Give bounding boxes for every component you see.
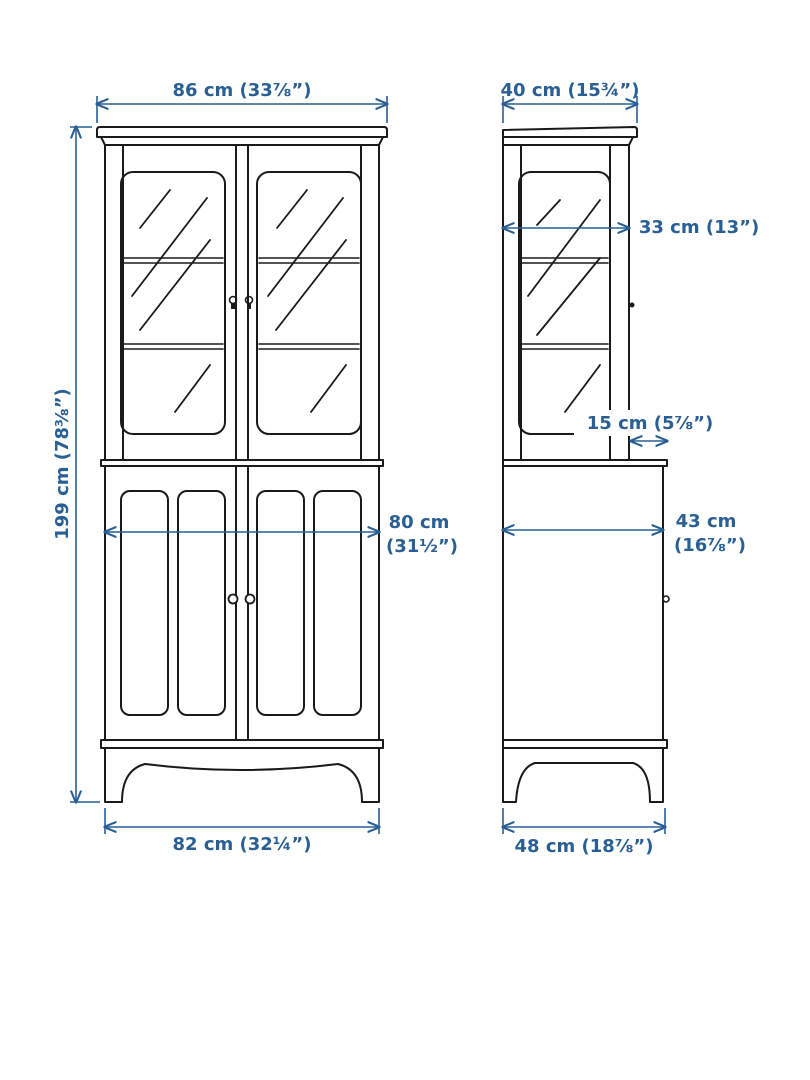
front-inner-width-in-label: (31½”) [386, 536, 458, 557]
front-height-label: 199 cm (78⅜”) [52, 388, 73, 540]
side-lower-depth-dimension: 43 cm (16⅞”) [503, 511, 746, 556]
front-base-width-label: 82 cm (32¼”) [173, 834, 312, 855]
front-top-width-label: 86 cm (33⅞”) [173, 80, 312, 101]
front-base-plinth [100, 739, 384, 749]
front-lower-panel-1 [120, 490, 169, 716]
front-right-glass-panel [256, 171, 362, 435]
side-base-depth-label: 48 cm (18⅞”) [515, 836, 654, 857]
side-crown [502, 126, 638, 138]
side-top-depth-label: 40 cm (15¾”) [501, 80, 640, 101]
front-base-width-dimension: 82 cm (32¼”) [105, 808, 379, 855]
front-top-width-dimension: 86 cm (33⅞”) [97, 80, 387, 123]
side-ledge-depth-dimension: 15 cm (5⅞”) [574, 410, 732, 441]
side-ledge-depth-label: 15 cm (5⅞”) [587, 413, 713, 434]
side-top-depth-dimension: 40 cm (15¾”) [501, 80, 640, 123]
keyhole-icon [228, 295, 254, 309]
front-base-apron [104, 747, 380, 803]
side-lower-depth-cm-label: 43 cm [676, 511, 737, 532]
side-upper-depth-label: 33 cm (13”) [639, 217, 759, 238]
front-crown [96, 126, 388, 138]
side-glass-reflection [527, 199, 601, 413]
side-lower-depth-in-label: (16⅞”) [674, 535, 746, 556]
side-ledge [502, 459, 668, 467]
side-view-cabinet [502, 126, 670, 803]
front-right-glass-reflection [267, 189, 347, 413]
front-lower-panel-3 [256, 490, 305, 716]
front-height-dimension: 199 cm (78⅜”) [52, 127, 100, 802]
side-base-depth-dimension: 48 cm (18⅞”) [503, 808, 665, 857]
front-middle-ledge [100, 459, 384, 467]
front-inner-width-cm-label: 80 cm [389, 512, 450, 533]
side-glass-panel [518, 171, 611, 435]
front-left-glass-reflection [131, 189, 211, 413]
front-lower-panel-2 [177, 490, 226, 716]
front-inner-width-dimension: 80 cm (31½”) [105, 512, 458, 557]
side-upper-depth-dimension: 33 cm (13”) [503, 217, 759, 238]
front-left-glass-panel [120, 171, 226, 435]
side-base-apron [502, 747, 664, 803]
front-lower-panel-4 [313, 490, 362, 716]
knob-icon [227, 593, 256, 605]
front-crown-lower [100, 136, 384, 146]
front-view-cabinet [96, 126, 388, 803]
